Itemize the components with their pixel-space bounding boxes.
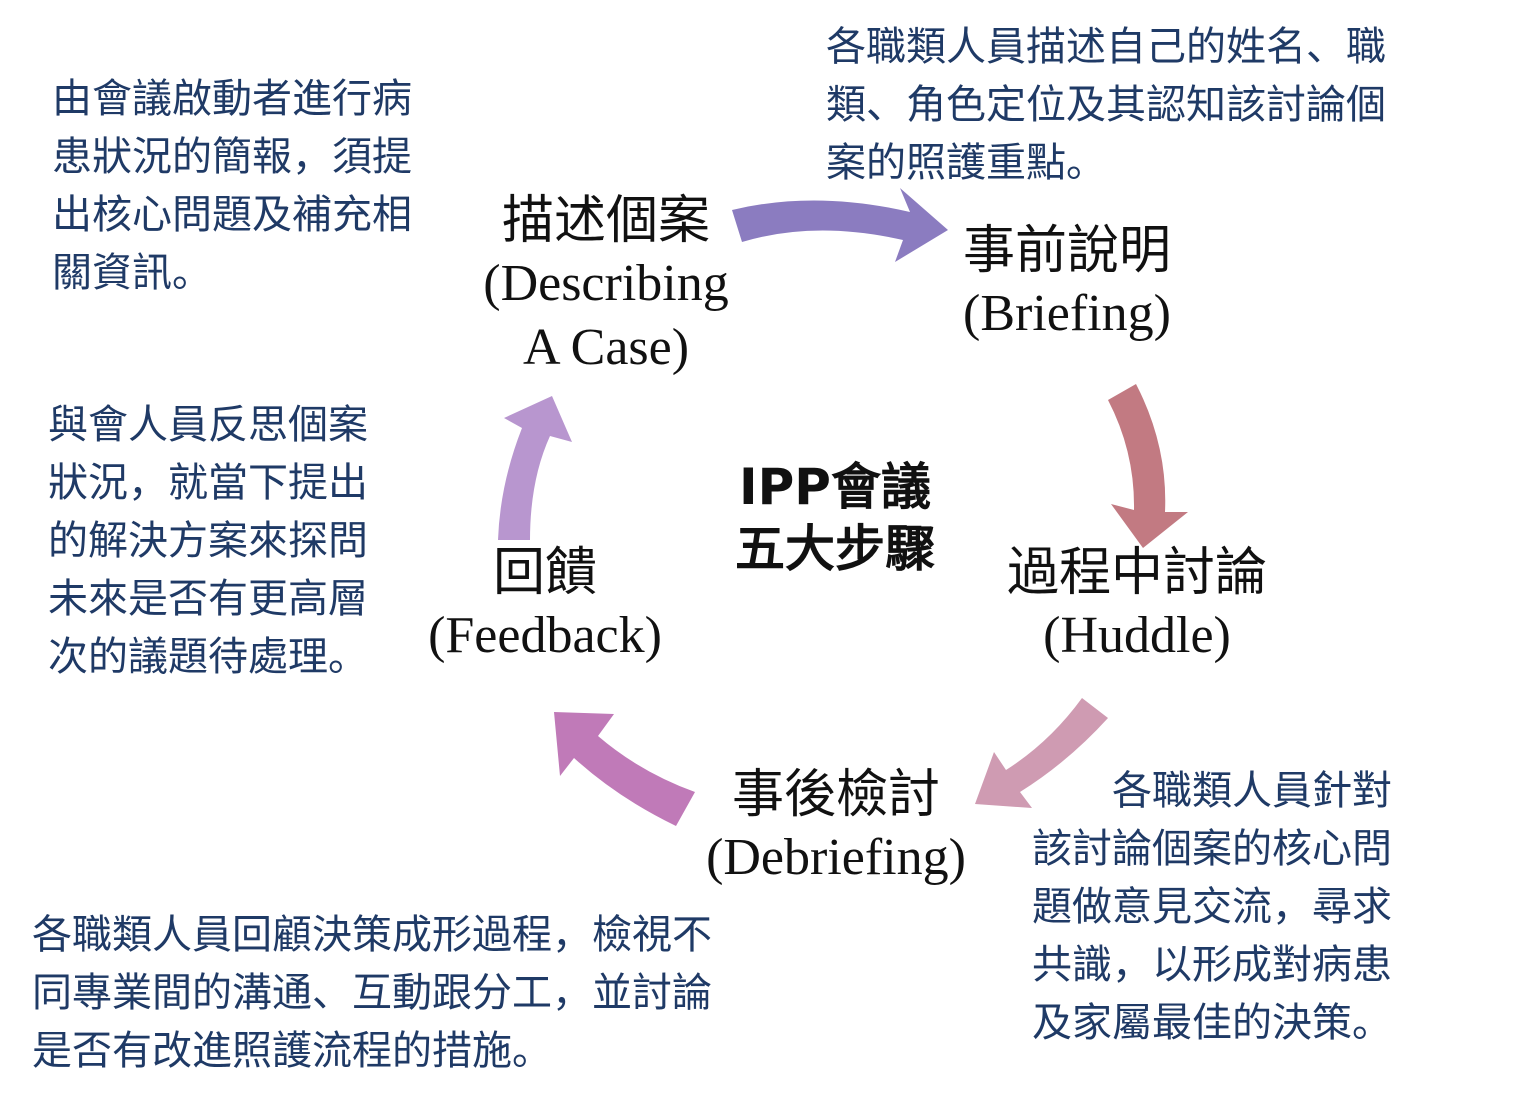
step-huddle-en: (Huddle)	[1043, 607, 1231, 664]
step-describing: 描述個案 (Describing A Case)	[456, 190, 756, 380]
step-briefing-zh: 事前說明	[962, 221, 1171, 281]
step-briefing-en: (Briefing)	[963, 285, 1171, 342]
step-huddle: 過程中討論 (Huddle)	[992, 542, 1282, 668]
arrow-debriefing-to-feedback	[554, 712, 695, 826]
desc-debriefing: 各職類人員回顧決策成形過程，檢視不 同專業間的溝通、互動跟分工，並討論 是否有改…	[32, 912, 712, 1074]
center-title: IPP會議 五大步驟	[700, 456, 970, 580]
desc-feedback: 與會人員反思個案 狀況，就當下提出 的解決方案來探問 未來是否有更高層 次的議題…	[48, 402, 368, 680]
step-describing-zh: 描述個案	[501, 191, 710, 251]
step-debriefing: 事後檢討 (Debriefing)	[686, 764, 986, 890]
step-debriefing-en: (Debriefing)	[706, 829, 966, 886]
arrow-feedback-to-describing	[498, 396, 572, 540]
step-feedback-zh: 回饋	[492, 543, 597, 603]
desc-describing: 由會議啟動者進行病 患狀況的簡報，須提 出核心問題及補充相 關資訊。	[52, 76, 412, 296]
step-debriefing-zh: 事後檢討	[731, 765, 940, 825]
step-briefing: 事前說明 (Briefing)	[932, 220, 1202, 346]
step-huddle-zh: 過程中討論	[1006, 543, 1267, 603]
arrow-describing-to-briefing	[732, 188, 948, 262]
center-title-line1: IPP會議	[739, 458, 931, 516]
desc-briefing: 各職類人員描述自己的姓名、職 類、角色定位及其認知該討論個 案的照護重點。	[826, 24, 1386, 186]
desc-huddle: 各職類人員針對 該討論個案的核心問 題做意見交流，尋求 共識，以形成對病患 及家…	[1032, 768, 1392, 1046]
arrow-briefing-to-huddle	[1108, 384, 1188, 548]
arrow-huddle-to-debriefing	[975, 698, 1108, 808]
center-title-line2: 五大步驟	[735, 520, 935, 578]
step-feedback-en: (Feedback)	[428, 607, 662, 664]
step-feedback: 回饋 (Feedback)	[410, 542, 680, 668]
step-describing-en: (Describing A Case)	[483, 255, 729, 376]
